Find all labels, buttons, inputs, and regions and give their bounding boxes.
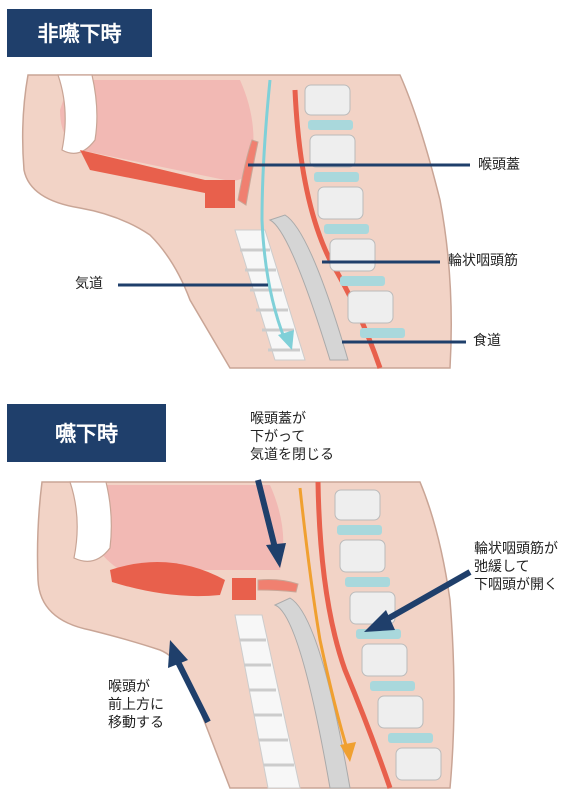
larynx <box>232 578 256 600</box>
label-epiglottis-action: 喉頭蓋が 下がって 気道を閉じる <box>250 410 334 465</box>
panel-non-swallowing: 非嚥下時 <box>0 0 586 380</box>
panel-swallowing: 嚥下時 <box>0 400 586 791</box>
label-cricopharyngeus: 輪状咽頭筋 <box>448 252 518 270</box>
label-larynx-action: 喉頭が 前上方に 移動する <box>108 678 164 733</box>
label-cricopharyngeus-action: 輪状咽頭筋が 弛緩して 下咽頭が開く <box>474 540 558 595</box>
oral-cavity <box>88 485 283 570</box>
label-esophagus: 食道 <box>473 332 501 350</box>
label-trachea: 気道 <box>75 275 103 293</box>
larynx <box>205 180 235 208</box>
anatomy-illustration <box>0 0 586 380</box>
label-epiglottis: 喉頭蓋 <box>478 156 520 174</box>
